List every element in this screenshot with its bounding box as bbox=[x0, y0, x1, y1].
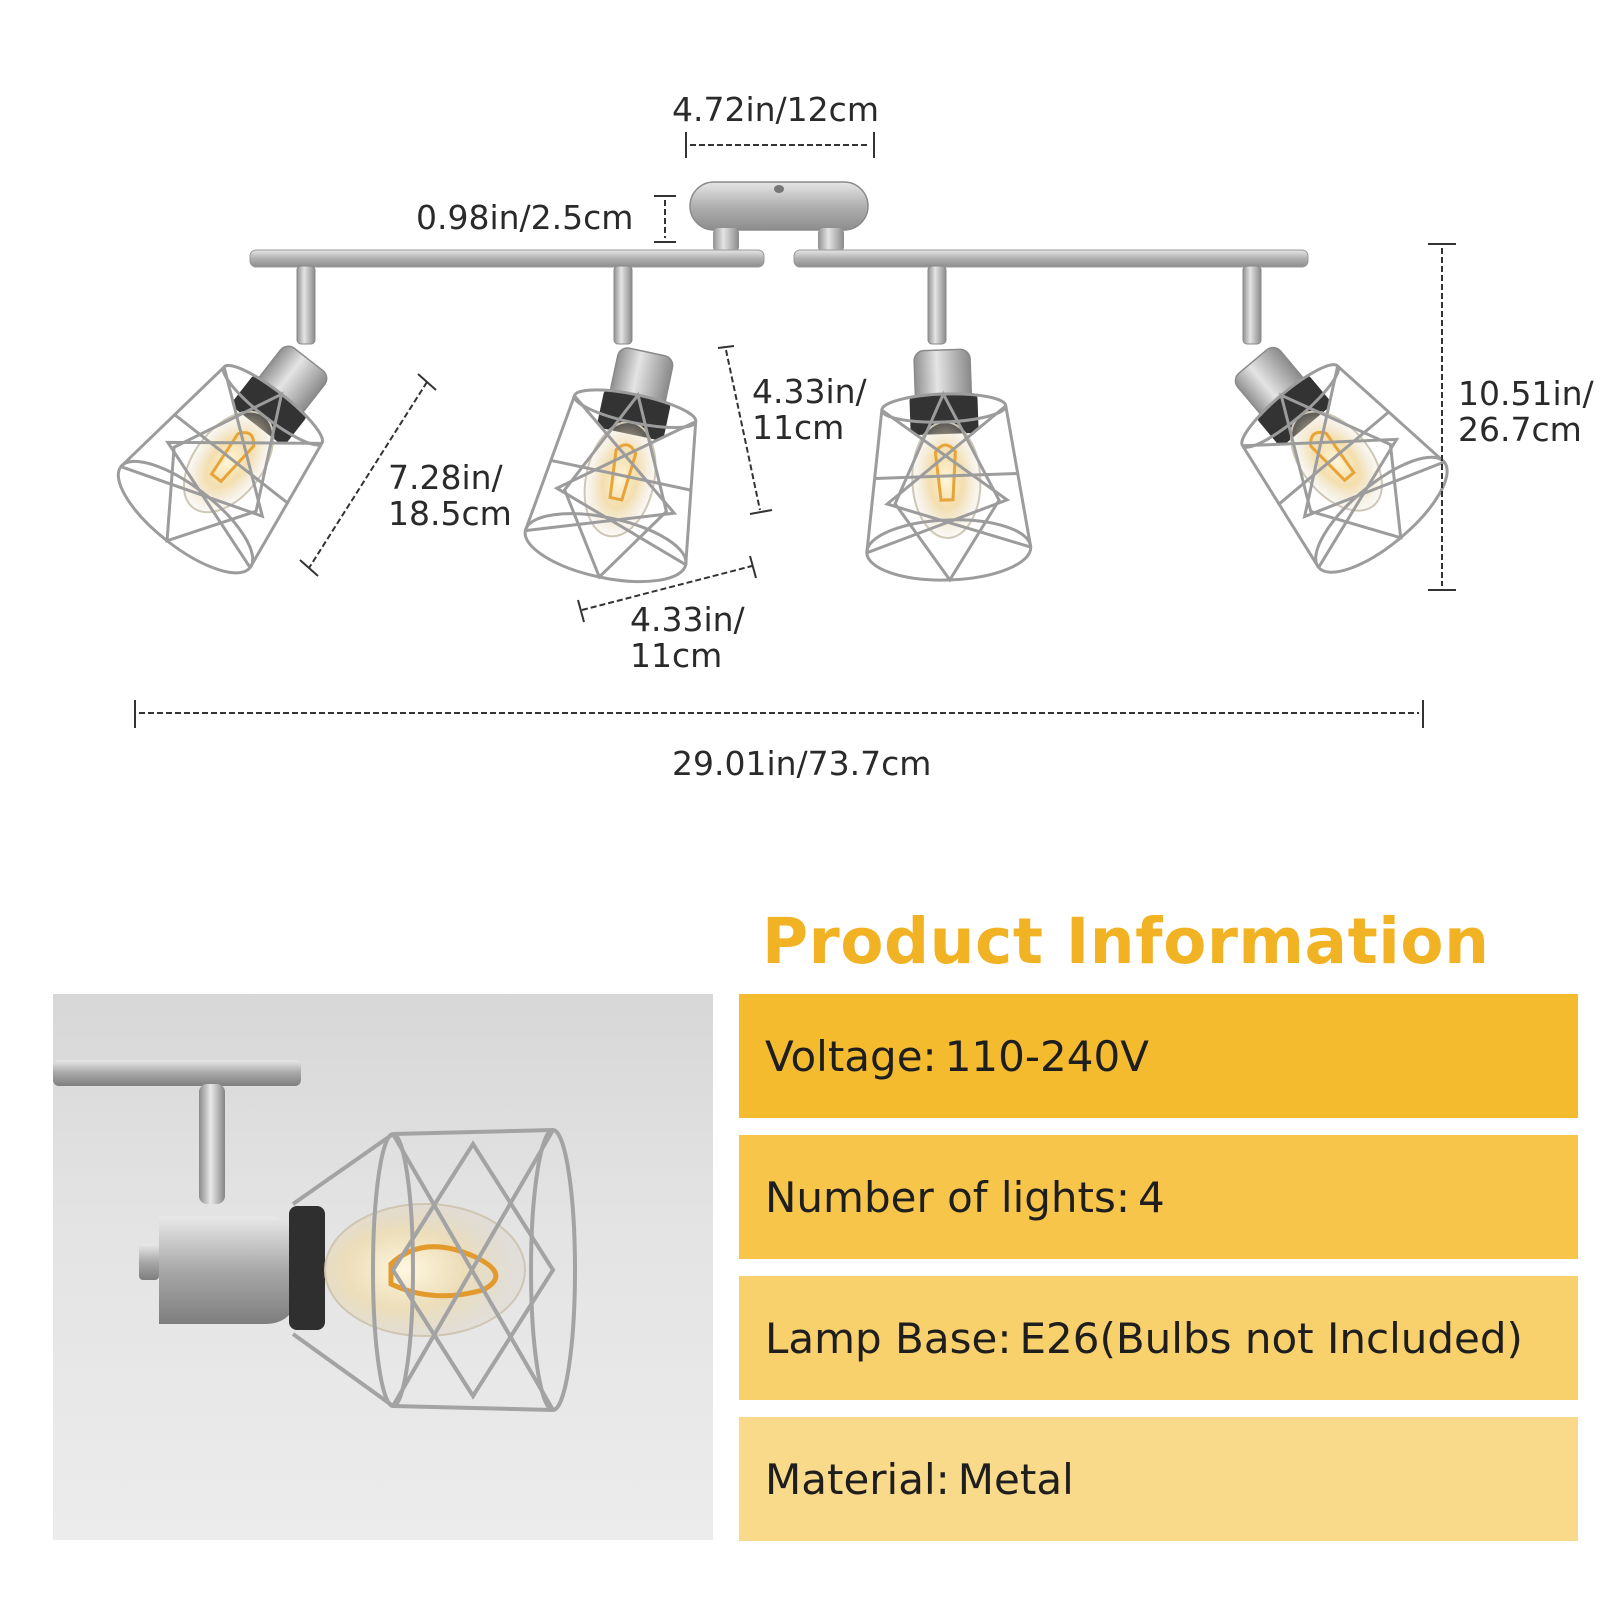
info-row-material: Material: Metal bbox=[739, 1417, 1578, 1541]
info-row-lamp-base: Lamp Base: E26(Bulbs not Included) bbox=[739, 1276, 1578, 1400]
dim-shade-length: 7.28in/ 18.5cm bbox=[388, 460, 512, 532]
canopy bbox=[689, 181, 869, 252]
dim-total-height-line1: 10.51in/ bbox=[1458, 374, 1594, 413]
product-info-title: Product Information bbox=[762, 905, 1490, 978]
dim-total-height: 10.51in/ 26.7cm bbox=[1458, 376, 1594, 448]
info-row-number-of-lights: Number of lights: 4 bbox=[739, 1135, 1578, 1259]
info-value: E26(Bulbs not Included) bbox=[1019, 1313, 1523, 1363]
dim-shade-height: 4.33in/ 11cm bbox=[752, 374, 867, 446]
fixture-diagram bbox=[100, 132, 1466, 728]
shade-4 bbox=[1188, 307, 1466, 592]
dimension-lines bbox=[134, 132, 1456, 728]
info-label: Number of lights: bbox=[765, 1172, 1131, 1222]
product-closeup-photo bbox=[53, 994, 713, 1540]
dim-shade-height-line1: 4.33in/ bbox=[752, 372, 867, 411]
info-value: 4 bbox=[1138, 1172, 1165, 1222]
dim-canopy-width: 4.72in/12cm bbox=[672, 90, 879, 129]
product-info-table: Voltage: 110-240V Number of lights: 4 La… bbox=[739, 994, 1578, 1558]
dim-shade-height-line2: 11cm bbox=[752, 408, 845, 447]
shade-stems bbox=[296, 265, 1262, 345]
dim-shade-width-line2: 11cm bbox=[630, 636, 723, 675]
shade-1 bbox=[100, 307, 375, 593]
track-bars bbox=[249, 249, 1309, 268]
info-value: Metal bbox=[957, 1454, 1074, 1504]
dim-shade-length-line1: 7.28in/ bbox=[388, 458, 503, 497]
info-label: Lamp Base: bbox=[765, 1313, 1012, 1363]
dim-shade-width-line1: 4.33in/ bbox=[630, 600, 745, 639]
info-label: Material: bbox=[765, 1454, 950, 1504]
dim-total-length: 29.01in/73.7cm bbox=[672, 744, 932, 783]
dim-shade-length-line2: 18.5cm bbox=[388, 494, 512, 533]
shade-2 bbox=[517, 333, 729, 596]
closeup-illustration bbox=[53, 1060, 577, 1412]
info-row-voltage: Voltage: 110-240V bbox=[739, 994, 1578, 1118]
info-value: 110-240V bbox=[944, 1031, 1149, 1081]
info-label: Voltage: bbox=[765, 1031, 937, 1081]
shade-3 bbox=[858, 345, 1034, 585]
dim-shade-width: 4.33in/ 11cm bbox=[630, 602, 745, 674]
dim-total-height-line2: 26.7cm bbox=[1458, 410, 1582, 449]
dim-canopy-height: 0.98in/2.5cm bbox=[416, 198, 634, 237]
